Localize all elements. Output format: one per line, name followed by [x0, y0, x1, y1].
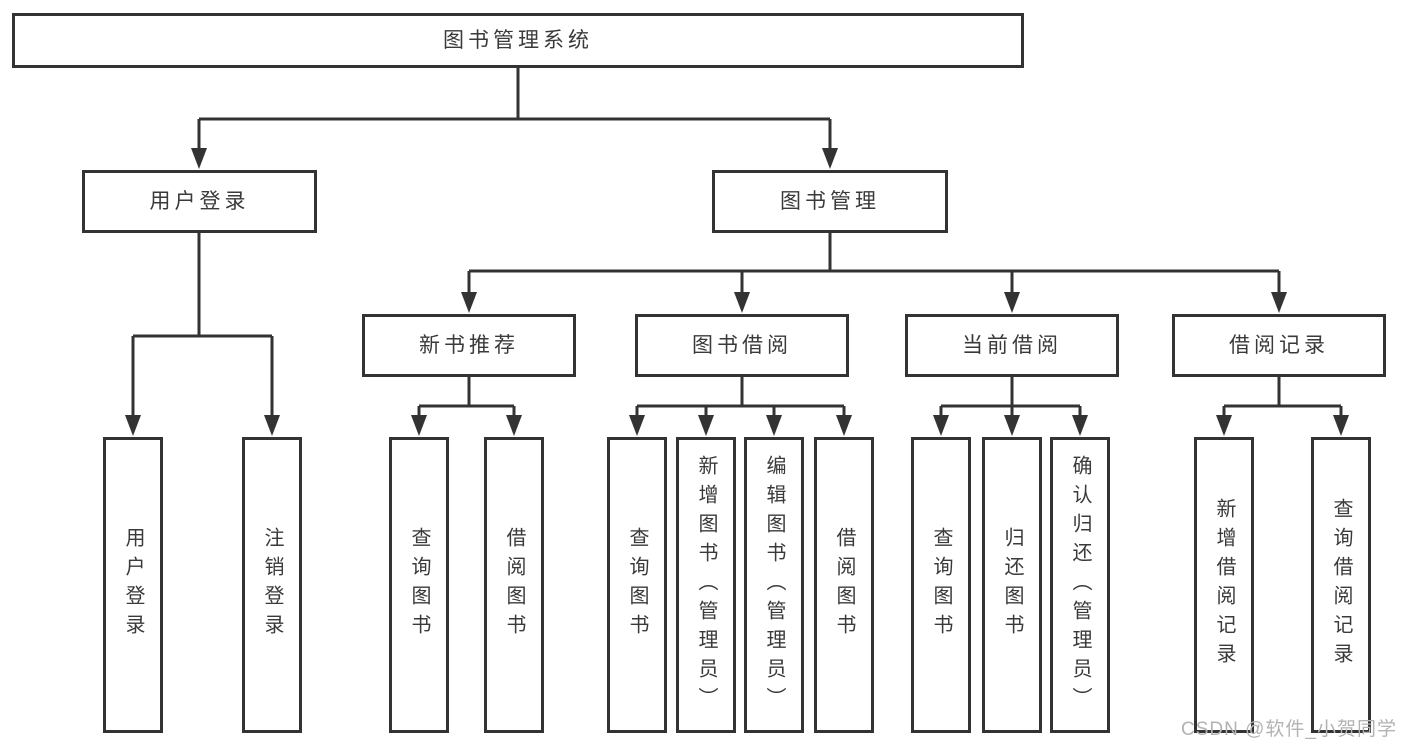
arrow-down-icon	[766, 415, 782, 436]
arrow-down-icon	[1333, 415, 1349, 436]
node-current-borrowing: 当前借阅	[905, 314, 1119, 377]
node-edit-book-admin: 编辑图书（管理员）	[744, 437, 804, 733]
node-new-book-recommendation: 新书推荐	[362, 314, 576, 377]
leaf-label: 注销登录	[261, 527, 283, 643]
arrow-down-icon	[734, 292, 750, 313]
arrow-down-icon	[822, 148, 838, 169]
node-borrowing-records: 借阅记录	[1172, 314, 1386, 377]
arrow-down-icon	[125, 415, 141, 436]
node-add-book-admin: 新增图书（管理员）	[676, 437, 736, 733]
arrow-down-icon	[506, 415, 522, 436]
node-borrow-books-leaf: 借阅图书	[814, 437, 874, 733]
node-search-books-current: 查询图书	[911, 437, 971, 733]
watermark: CSDN @软件_小贺同学	[1181, 719, 1397, 740]
leaf-label: 查询借阅记录	[1330, 498, 1352, 672]
leaf-label: 查询图书	[408, 527, 430, 643]
leaf-label: 用户登录	[122, 527, 144, 643]
arrow-down-icon	[1004, 415, 1020, 436]
arrow-down-icon	[1072, 415, 1088, 436]
node-borrow-books-recommend: 借阅图书	[484, 437, 544, 733]
connector-line	[131, 68, 1343, 419]
leaf-label: 新增借阅记录	[1213, 498, 1235, 672]
leaf-label: 借阅图书	[503, 527, 525, 643]
leaf-label: 查询图书	[626, 527, 648, 643]
node-search-books-borrowing: 查询图书	[607, 437, 667, 733]
leaf-label: 查询图书	[930, 527, 952, 643]
arrow-down-icon	[411, 415, 427, 436]
arrow-down-icon	[933, 415, 949, 436]
arrow-down-icon	[1271, 292, 1287, 313]
leaf-label: 借阅图书	[833, 527, 855, 643]
node-return-books: 归还图书	[982, 437, 1042, 733]
node-user-login-leaf: 用户登录	[103, 437, 163, 733]
node-user-login: 用户登录	[82, 170, 317, 233]
arrow-down-icon	[629, 415, 645, 436]
node-book-borrowing: 图书借阅	[635, 314, 849, 377]
leaf-label: 归还图书	[1001, 527, 1023, 643]
arrow-down-icon	[1216, 415, 1232, 436]
node-confirm-return-admin: 确认归还（管理员）	[1050, 437, 1110, 733]
arrow-down-icon	[698, 415, 714, 436]
arrow-down-icon	[191, 148, 207, 169]
node-library-management-system: 图书管理系统	[12, 13, 1024, 68]
arrow-down-icon	[836, 415, 852, 436]
arrow-down-icon	[461, 292, 477, 313]
leaf-label: 编辑图书（管理员）	[763, 454, 785, 716]
arrow-down-icon	[1004, 292, 1020, 313]
node-search-borrow-record: 查询借阅记录	[1311, 437, 1371, 733]
node-book-management: 图书管理	[712, 170, 948, 233]
node-search-books-recommend: 查询图书	[389, 437, 449, 733]
leaf-label: 确认归还（管理员）	[1069, 454, 1091, 716]
node-add-borrow-record: 新增借阅记录	[1194, 437, 1254, 733]
node-logout: 注销登录	[242, 437, 302, 733]
arrow-down-icon	[264, 415, 280, 436]
leaf-label: 新增图书（管理员）	[695, 454, 717, 716]
